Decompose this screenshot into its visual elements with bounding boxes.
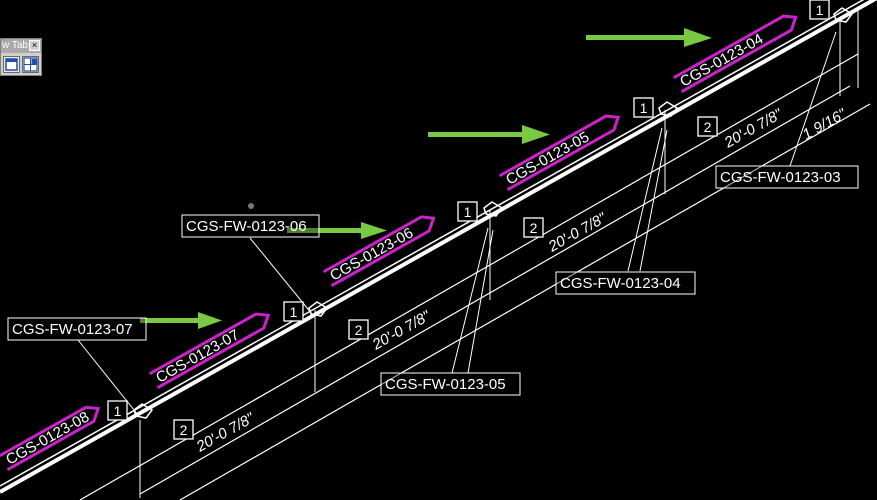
weld-label-box [7, 317, 147, 341]
balloon-frame [523, 217, 544, 238]
dimension-lines [79, 53, 871, 500]
balloon-number: 1 [640, 100, 648, 116]
weld-label-box [555, 271, 696, 295]
multi-viewport-icon [23, 57, 38, 72]
weld-label[interactable]: CGS-FW-0123-07 [7, 317, 147, 341]
balloon-box[interactable]: 1 [809, 0, 830, 20]
balloon-box[interactable]: 1 [457, 201, 478, 222]
pipe-tag-outline [0, 405, 101, 472]
toolbar-title-text: w Tab [2, 40, 28, 51]
cursor-marker [248, 203, 254, 209]
balloon-number: 2 [180, 422, 188, 438]
balloon-number: 1 [464, 204, 472, 220]
green-arrows [140, 28, 712, 329]
pipe-tag-outline [148, 312, 271, 390]
balloon-box[interactable]: 2 [697, 116, 718, 137]
single-viewport-button[interactable] [3, 56, 20, 73]
balloon-box[interactable]: 1 [107, 400, 128, 421]
weld-label-box [715, 165, 859, 189]
balloon-frame [457, 201, 478, 222]
green-arrow [428, 125, 550, 144]
weld-label-box [380, 372, 521, 396]
weld-label[interactable]: CGS-FW-0123-05 [380, 372, 521, 396]
balloon-number: 1 [290, 304, 298, 320]
balloon-box[interactable]: 1 [633, 97, 654, 118]
balloon-number: 2 [530, 220, 538, 236]
balloon-frame [809, 0, 830, 20]
multi-viewport-button[interactable] [22, 56, 39, 73]
weld-label-text: CGS-FW-0123-04 [560, 275, 681, 292]
balloon-frame [107, 400, 128, 421]
balloon-frame [173, 419, 194, 440]
balloon-number: 1 [114, 403, 122, 419]
balloon-frame [633, 97, 654, 118]
green-arrow [287, 222, 387, 239]
balloon-number: 2 [704, 119, 712, 135]
viewport-toolbar: w Tab × [0, 38, 42, 76]
leader-lines [77, 31, 837, 416]
balloon-box[interactable]: 2 [173, 419, 194, 440]
balloon-number: 1 [816, 2, 824, 18]
single-viewport-icon [5, 58, 18, 71]
balloon-box[interactable]: 2 [348, 319, 369, 340]
weld-label-text: CGS-FW-0123-07 [12, 321, 133, 338]
green-arrow [140, 312, 222, 329]
balloon-frame [283, 301, 304, 322]
balloon-box[interactable]: 2 [523, 217, 544, 238]
dimension-extension-lines [139, 10, 859, 498]
balloon-box[interactable]: 1 [283, 301, 304, 322]
weld-label[interactable]: CGS-FW-0123-06 [181, 214, 320, 238]
pipe-tag-outline [672, 14, 798, 94]
pipe-tag-outline [322, 215, 436, 288]
weld-label-text: CGS-FW-0123-05 [385, 376, 506, 393]
green-arrow [586, 28, 712, 47]
weld-label[interactable]: CGS-FW-0123-03 [715, 165, 859, 189]
pipe-tag-outline [498, 114, 621, 192]
weld-label-box [181, 214, 320, 238]
weld-label-text: CGS-FW-0123-06 [186, 218, 307, 235]
balloon-frame [697, 116, 718, 137]
weld-label-text: CGS-FW-0123-03 [720, 169, 841, 186]
weld-label[interactable]: CGS-FW-0123-04 [555, 271, 696, 295]
balloon-frame [348, 319, 369, 340]
close-icon[interactable]: × [29, 40, 40, 51]
balloon-number: 2 [355, 322, 363, 338]
